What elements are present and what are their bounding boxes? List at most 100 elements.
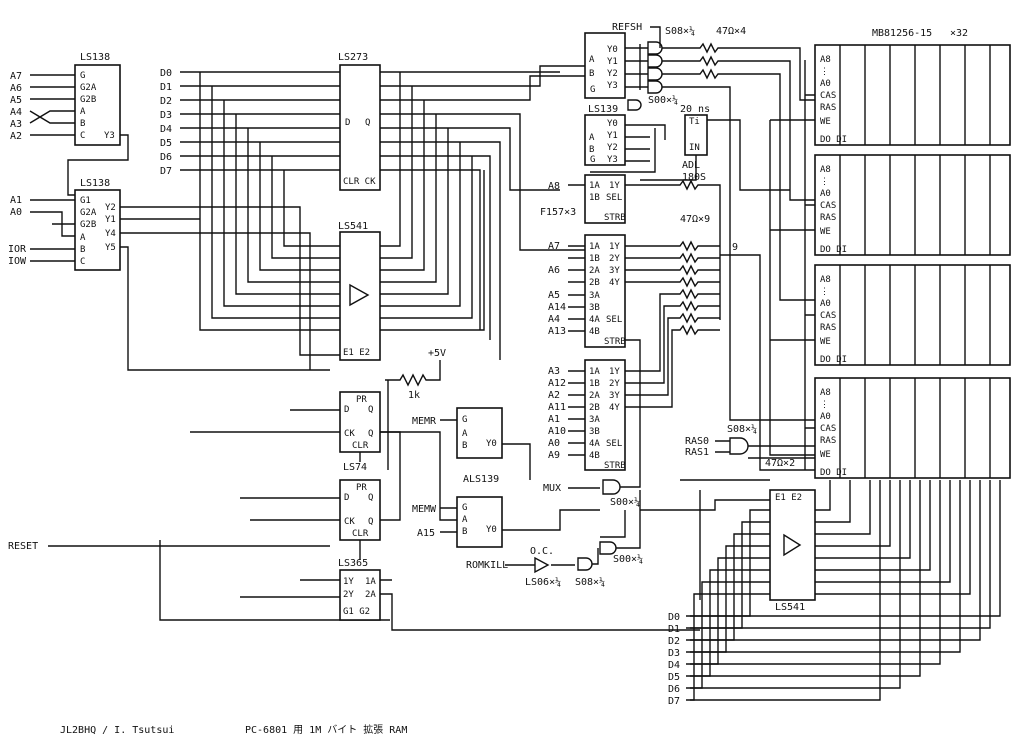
ls74-chip: D PR Q CK Q CLR D PR Q CK Q CLR LS74	[339, 391, 381, 541]
svg-text:LS138: LS138	[80, 178, 110, 189]
svg-text:4A: 4A	[589, 439, 600, 449]
ls138-mid-chip: LS138 G1 G2A G2B A B C Y2 Y1 Y4 Y5	[74, 178, 121, 271]
svg-text:1A: 1A	[589, 181, 600, 191]
svg-text:PR: PR	[356, 483, 367, 493]
svg-text:A2: A2	[548, 390, 560, 401]
svg-text:1k: 1k	[408, 390, 420, 401]
svg-text:1Y: 1Y	[609, 367, 620, 377]
svg-text:G: G	[590, 85, 595, 95]
svg-text:1A: 1A	[589, 242, 600, 252]
mux-gate: MUX S00×¼	[543, 339, 641, 508]
svg-text:LS365: LS365	[338, 558, 368, 569]
data-bus-right-labels: D0 D1 D2 D3 D4 D5 D6 D7	[668, 612, 680, 707]
ls273-chip: LS273 D Q CLR CK	[338, 52, 381, 191]
svg-text:D7: D7	[668, 696, 680, 707]
footer-title: PC-6801 用 1M バイト 拡張 RAM	[245, 723, 407, 736]
f157-upper-chip: 1A 1Y 1B SEL STRB F157×3	[540, 174, 626, 224]
svg-text:IOW: IOW	[8, 256, 27, 267]
svg-text:C: C	[80, 131, 85, 141]
svg-text:Y1: Y1	[607, 57, 618, 67]
svg-text:Y3: Y3	[607, 81, 618, 91]
svg-text:Y2: Y2	[105, 203, 116, 213]
svg-text:3Y: 3Y	[609, 266, 620, 276]
svg-text:D4: D4	[160, 124, 172, 135]
svg-text:WE: WE	[820, 117, 831, 127]
svg-text:G2A: G2A	[80, 208, 97, 218]
svg-text:CLR CK: CLR CK	[343, 177, 376, 187]
svg-text:A3: A3	[10, 119, 22, 130]
ls139-refresh-chip: A B G Y0 Y1 Y2 Y3	[584, 32, 626, 99]
svg-text:STRB: STRB	[604, 337, 626, 347]
svg-text:A: A	[462, 429, 468, 439]
svg-text:1A: 1A	[365, 577, 376, 587]
svg-text:MEMW: MEMW	[412, 504, 437, 515]
svg-text:D3: D3	[160, 110, 172, 121]
svg-text:1Y: 1Y	[343, 577, 354, 587]
footer-author: JL2BHQ / I. Tsutsui	[60, 725, 174, 736]
svg-text:LS139: LS139	[588, 104, 618, 115]
svg-text:47Ω×2: 47Ω×2	[765, 458, 795, 469]
svg-text:CAS: CAS	[820, 424, 836, 434]
svg-text:MEMR: MEMR	[412, 416, 437, 427]
svg-text:2B: 2B	[589, 403, 600, 413]
svg-text:SEL: SEL	[606, 193, 622, 203]
svg-text:STRB: STRB	[604, 461, 626, 471]
svg-text:2Y: 2Y	[343, 590, 354, 600]
svg-text:S08×¼: S08×¼	[575, 576, 605, 588]
svg-text:S08×¼: S08×¼	[665, 25, 695, 37]
svg-text:A8: A8	[548, 181, 560, 192]
svg-text:A0: A0	[820, 412, 831, 422]
data-bus-left-labels: D0 D1 D2 D3 D4 D5 D6 D7	[160, 68, 172, 177]
svg-text:CAS: CAS	[820, 201, 836, 211]
svg-text:CLR: CLR	[352, 441, 369, 451]
svg-text:S00×¼: S00×¼	[613, 553, 643, 565]
svg-text:Y3: Y3	[104, 131, 115, 141]
svg-text:WE: WE	[820, 337, 831, 347]
svg-text:Y4: Y4	[105, 229, 116, 239]
svg-text:A0: A0	[820, 189, 831, 199]
svg-text:CAS: CAS	[820, 311, 836, 321]
svg-text:2B: 2B	[589, 278, 600, 288]
svg-text:A5: A5	[10, 95, 22, 106]
svg-text:Y2: Y2	[607, 143, 618, 153]
ls139-ras-chip: LS139 A B G Y0 Y1 Y2 Y3 S00×¼ 20 ns	[584, 94, 710, 173]
svg-text:D5: D5	[160, 138, 172, 149]
svg-text:1B: 1B	[589, 254, 600, 264]
svg-text:ADL: ADL	[682, 160, 700, 171]
svg-text:G1: G1	[80, 196, 91, 206]
mux-address-labels: A8 A7 A6 A5 A14 A4 A13 A3 A12 A2 A11 A1 …	[548, 181, 585, 461]
svg-text:DO DI: DO DI	[820, 135, 847, 145]
svg-text:47Ω×9: 47Ω×9	[680, 214, 710, 225]
svg-text:RAS1: RAS1	[685, 447, 709, 458]
svg-text:Ti: Ti	[689, 117, 700, 127]
als139-inputs: MEMR MEMW A15	[380, 416, 600, 539]
svg-text:RAS: RAS	[820, 323, 836, 333]
svg-text:D: D	[344, 405, 349, 415]
ls138-top-inputs: A7 A6 A5 A4 A3 A2	[10, 71, 129, 196]
svg-text:A8: A8	[820, 388, 831, 398]
svg-text:O.C.: O.C.	[530, 546, 554, 557]
svg-text:DO DI: DO DI	[820, 245, 847, 255]
svg-text:D4: D4	[668, 660, 680, 671]
svg-text:RAS0: RAS0	[685, 436, 709, 447]
svg-text:IN: IN	[689, 143, 700, 153]
svg-text:Y1: Y1	[105, 215, 116, 225]
svg-text:20 ns: 20 ns	[680, 104, 710, 115]
svg-text:RAS: RAS	[820, 213, 836, 223]
svg-text:LS541: LS541	[338, 221, 368, 232]
reset-input: RESET	[8, 541, 330, 552]
svg-text:D6: D6	[160, 152, 172, 163]
svg-text:CK: CK	[344, 517, 355, 527]
svg-text:A: A	[462, 515, 468, 525]
svg-text:Y5: Y5	[105, 243, 116, 253]
als139-chip: G A B Y0 G A B Y0 ALS139	[456, 407, 503, 548]
romkill-gates: ROMKILL O.C. LS06×¼ S08×¼ S00×¼	[466, 490, 643, 588]
svg-text:Q: Q	[368, 517, 373, 527]
svg-text:3B: 3B	[589, 427, 600, 437]
svg-text:2Y: 2Y	[609, 254, 620, 264]
svg-text:4Y: 4Y	[609, 278, 620, 288]
svg-text:S00×¼: S00×¼	[610, 496, 640, 508]
svg-text:A8: A8	[820, 55, 831, 65]
svg-text:47Ω×4: 47Ω×4	[716, 26, 746, 37]
